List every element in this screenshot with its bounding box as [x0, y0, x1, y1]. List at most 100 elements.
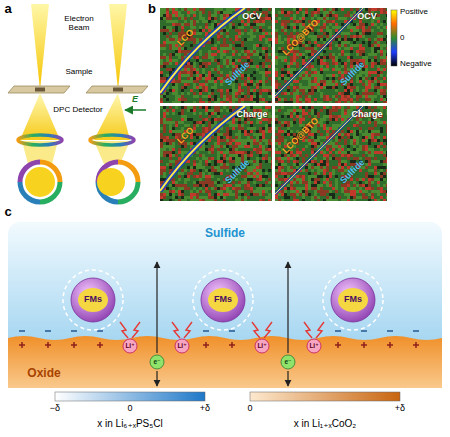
map-pixel: [205, 83, 208, 86]
map-pixel: [268, 65, 271, 68]
map-pixel: [178, 29, 181, 32]
map-pixel: [244, 50, 247, 53]
map-pixel: [241, 101, 244, 103]
map-pixel: [226, 56, 229, 59]
map-pixel: [217, 56, 220, 59]
map-pixel: [320, 59, 323, 62]
map-pixel: [196, 14, 199, 17]
map-pixel: [187, 11, 190, 14]
map-pixel: [160, 62, 163, 65]
map-pixel: [205, 29, 208, 32]
ion-flow-spark: [316, 322, 324, 338]
electron: [150, 355, 164, 369]
map-pixel: [199, 17, 202, 20]
map-pixel: [353, 50, 356, 53]
map-pixel: [311, 8, 314, 11]
map-pixel: [205, 20, 208, 23]
map-pixel: [217, 77, 220, 80]
map-pixel: [271, 89, 272, 92]
map-pixel: [223, 59, 226, 62]
map-pixel: [175, 95, 178, 98]
map-pixel: [365, 35, 368, 38]
map-pixel: [169, 38, 172, 41]
map-pixel: [163, 41, 166, 44]
map-pixel: [259, 71, 262, 74]
map-pixel: [356, 29, 359, 32]
map-pixel: [214, 59, 217, 62]
map-pixel: [365, 29, 368, 32]
map-pixel: [341, 20, 344, 23]
map-pixel: [163, 101, 166, 103]
map-pixel: [169, 23, 172, 26]
map-pixel: [256, 23, 259, 26]
map-pixel: [220, 32, 223, 35]
map-pixel: [199, 53, 202, 56]
map-pixel: [377, 59, 380, 62]
map-pixel: [253, 83, 256, 86]
map-pixel: [169, 62, 172, 65]
map-pixel: [265, 101, 268, 103]
map-pixel: [253, 101, 256, 103]
map-pixel: [184, 95, 187, 98]
map-pixel: [196, 83, 199, 86]
map-pixel: [256, 65, 259, 68]
map-pixel: [350, 14, 353, 17]
map-pixel: [208, 8, 211, 11]
map-pixel: [202, 11, 205, 14]
map-pixel: [262, 50, 265, 53]
map-pixel: [380, 29, 383, 32]
map-pixel: [205, 59, 208, 62]
map-pixel: [232, 23, 235, 26]
map-pixel: [335, 20, 338, 23]
map-pixel: [326, 29, 329, 32]
map-pixel: [235, 62, 238, 65]
map-pixel: [235, 86, 238, 89]
map-pixel: [166, 71, 169, 74]
map-pixel: [205, 68, 208, 71]
map-pixel: [362, 23, 365, 26]
map-pixel: [226, 53, 229, 56]
map-pixel: [217, 8, 220, 11]
map-pixel: [350, 41, 353, 44]
map-pixel: [386, 29, 387, 32]
map-pixel: [241, 26, 244, 29]
map-pixel: [250, 86, 253, 89]
map-pixel: [278, 44, 281, 47]
map-pixel: [347, 53, 350, 56]
map-pixel: [338, 50, 341, 53]
map-pixel: [262, 71, 265, 74]
map-pixel: [235, 20, 238, 23]
map-pixel: [308, 14, 311, 17]
map-pixel: [226, 95, 229, 98]
map-pixel: [335, 29, 338, 32]
map-pixel: [217, 11, 220, 14]
map-pixel: [335, 53, 338, 56]
map-pixel: [202, 65, 205, 68]
map-pixel: [308, 53, 311, 56]
map-pixel: [187, 86, 190, 89]
map-pixel: [377, 26, 380, 29]
map-pixel: [368, 53, 371, 56]
map-pixel: [178, 8, 181, 11]
map-pixel: [380, 8, 383, 11]
map-pixel: [178, 77, 181, 80]
map-pixel: [320, 32, 323, 35]
map-pixel: [169, 101, 172, 103]
map-pixel: [380, 35, 383, 38]
map-pixel: [287, 17, 290, 20]
map-pixel: [199, 62, 202, 65]
map-pixel: [262, 62, 265, 65]
map-pixel: [208, 80, 211, 83]
map-pixel: [338, 26, 341, 29]
map-pixel: [238, 20, 241, 23]
map-pixel: [259, 95, 262, 98]
map-pixel: [253, 86, 256, 89]
map-pixel: [305, 41, 308, 44]
map-pixel: [241, 86, 244, 89]
map-pixel: [281, 26, 284, 29]
map-pixel: [326, 26, 329, 29]
map-pixel: [341, 38, 344, 41]
map-pixel: [368, 41, 371, 44]
map-pixel: [214, 23, 217, 26]
map-pixel: [232, 98, 235, 101]
